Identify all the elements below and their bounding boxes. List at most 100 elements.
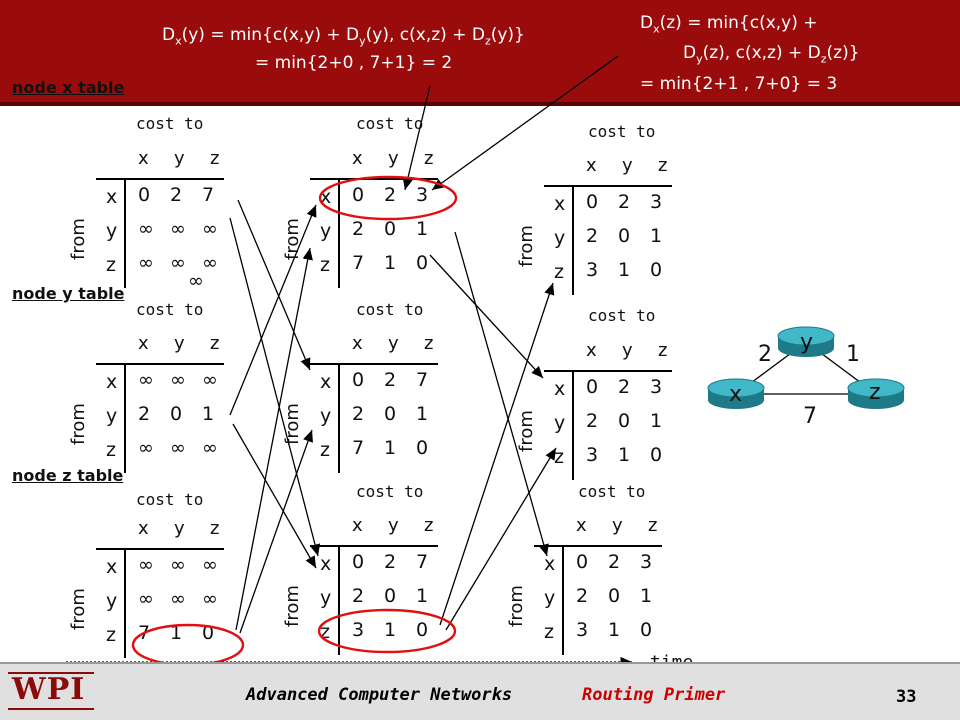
arrow-y1-z2 [232, 423, 317, 569]
column-header-y: y [174, 148, 185, 169]
footer-topic: Routing Primer [582, 685, 726, 705]
table-cell: 1 [640, 585, 653, 607]
table-cell: 3 [640, 551, 653, 573]
table-row-rule [562, 547, 564, 655]
table-cell: 2 [384, 184, 397, 206]
table-cell: ∞ [202, 554, 218, 576]
arrow-x1-z2 [229, 217, 321, 557]
table-header-rule [310, 178, 438, 180]
page-number: 33 [896, 687, 917, 707]
row-header-y: y [320, 220, 332, 242]
table-cell: ∞ [170, 437, 186, 459]
table-cell: 1 [650, 410, 663, 432]
table-cell: 2 [352, 585, 365, 607]
table-cell: 3 [650, 376, 663, 398]
column-header-y: y [388, 333, 399, 354]
arrow-x1-y2 [237, 199, 311, 371]
table-cell: 1 [384, 252, 397, 274]
table-cell: 2 [138, 403, 151, 425]
cost-to-label: cost to [356, 300, 424, 319]
table-cell: 0 [352, 369, 365, 391]
table-cell: 0 [416, 252, 429, 274]
table-cell: 2 [618, 191, 631, 213]
column-header-y: y [612, 515, 623, 536]
link-cost-yz: 1 [846, 342, 860, 367]
table-cell: 0 [618, 410, 631, 432]
footer-course-title: Advanced Computer Networks [246, 685, 513, 705]
cost-to-label: cost to [356, 114, 424, 133]
table-cell: 0 [416, 437, 429, 459]
table-cell: 0 [640, 619, 653, 641]
table-cell: ∞ [170, 369, 186, 391]
table-cell: 0 [618, 225, 631, 247]
node-z-table-label: node z table [12, 466, 124, 485]
cost-to-label: cost to [136, 114, 204, 133]
table-cell: 2 [352, 218, 365, 240]
table-cell: 2 [576, 585, 589, 607]
wpi-logo: WPI [8, 668, 94, 714]
column-header-z: z [210, 333, 220, 354]
equation-dx-z-line1: Dx(z) = min{c(x,y) + [640, 13, 818, 36]
arrow-z1-x2 [235, 247, 313, 631]
arrow-z1-y2 [239, 429, 313, 634]
column-header-z: z [648, 515, 658, 536]
row-header-z: z [320, 254, 330, 276]
arrow-y1-x2 [229, 204, 317, 416]
row-header-x: x [320, 553, 332, 575]
footer-divider [0, 662, 960, 664]
table-cell: ∞ [138, 437, 154, 459]
table-cell: 3 [586, 259, 599, 281]
table-cell: 0 [650, 259, 663, 281]
table-row-rule [572, 372, 574, 480]
table-cell: 3 [416, 184, 429, 206]
column-header-x: x [352, 515, 363, 536]
highlight-x2-row [318, 175, 458, 221]
arrow-x2-z3 [454, 231, 549, 557]
table-cell: 2 [608, 551, 621, 573]
table-row-rule [338, 180, 340, 288]
highlight-z1-row [131, 623, 245, 667]
table-cell: 0 [650, 444, 663, 466]
row-header-z: z [554, 446, 564, 468]
table-cell: 1 [416, 403, 429, 425]
column-header-x: x [586, 340, 597, 361]
equation-dx-z-line3: = min{2+1 , 7+0} = 3 [640, 74, 838, 94]
table-cell: 0 [416, 619, 429, 641]
table-cell: 1 [608, 619, 621, 641]
row-header-z: z [106, 624, 116, 646]
network-topology [707, 326, 905, 409]
table-cell: 1 [170, 622, 183, 644]
table-row-rule [338, 365, 340, 473]
table-cell: 1 [384, 437, 397, 459]
table-cell: 3 [576, 619, 589, 641]
table-cell: 7 [202, 184, 215, 206]
row-header-z: z [320, 621, 330, 643]
row-header-x: x [544, 553, 556, 575]
table-cell: 0 [352, 551, 365, 573]
table-cell: 7 [416, 369, 429, 391]
equation-dx-y-line2: = min{2+0 , 7+1} = 2 [255, 53, 453, 73]
link-cost-xz: 7 [803, 404, 817, 429]
arrow-eq2-x2 [431, 55, 619, 191]
table-header-rule [534, 545, 662, 547]
header-banner [0, 0, 960, 102]
row-header-z: z [106, 254, 116, 276]
table-cell: 0 [586, 191, 599, 213]
table-cell: ∞ [138, 252, 154, 274]
row-header-y: y [320, 405, 332, 427]
table-cell: 0 [138, 184, 151, 206]
table-cell: 3 [352, 619, 365, 641]
row-header-y: y [320, 587, 332, 609]
table-cell: 1 [384, 619, 397, 641]
router-z-icon [847, 378, 905, 409]
table-cell: 0 [170, 403, 183, 425]
highlight-z2-row [317, 608, 457, 654]
row-header-y: y [106, 220, 118, 242]
table-cell: 2 [352, 403, 365, 425]
cost-to-label: cost to [578, 482, 646, 501]
row-header-x: x [554, 193, 566, 215]
column-header-z: z [210, 518, 220, 539]
footer-bar [0, 662, 960, 720]
table-cell: 0 [384, 218, 397, 240]
table-cell: ∞ [138, 554, 154, 576]
